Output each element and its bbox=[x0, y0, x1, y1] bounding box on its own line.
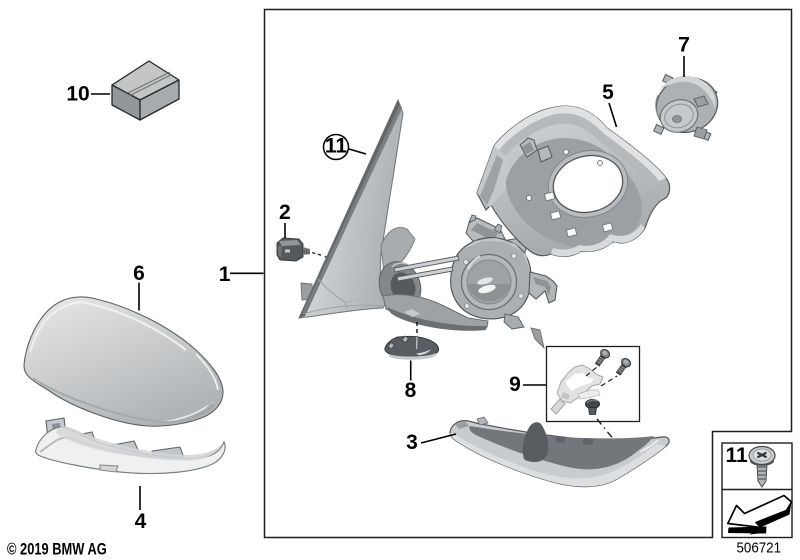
svg-text:8: 8 bbox=[405, 379, 417, 402]
svg-text:1: 1 bbox=[219, 263, 231, 286]
svg-text:3: 3 bbox=[406, 431, 418, 454]
svg-text:6: 6 bbox=[133, 262, 145, 285]
svg-text:7: 7 bbox=[678, 34, 690, 57]
svg-text:506721: 506721 bbox=[737, 539, 782, 556]
svg-text:10: 10 bbox=[66, 83, 89, 106]
svg-text:11: 11 bbox=[325, 135, 348, 158]
svg-text:4: 4 bbox=[135, 510, 147, 533]
svg-text:© 2019 BMW AG: © 2019 BMW AG bbox=[7, 541, 107, 559]
svg-text:11: 11 bbox=[726, 444, 749, 467]
svg-text:5: 5 bbox=[602, 81, 614, 104]
svg-text:2: 2 bbox=[279, 201, 291, 224]
svg-text:9: 9 bbox=[509, 373, 521, 396]
